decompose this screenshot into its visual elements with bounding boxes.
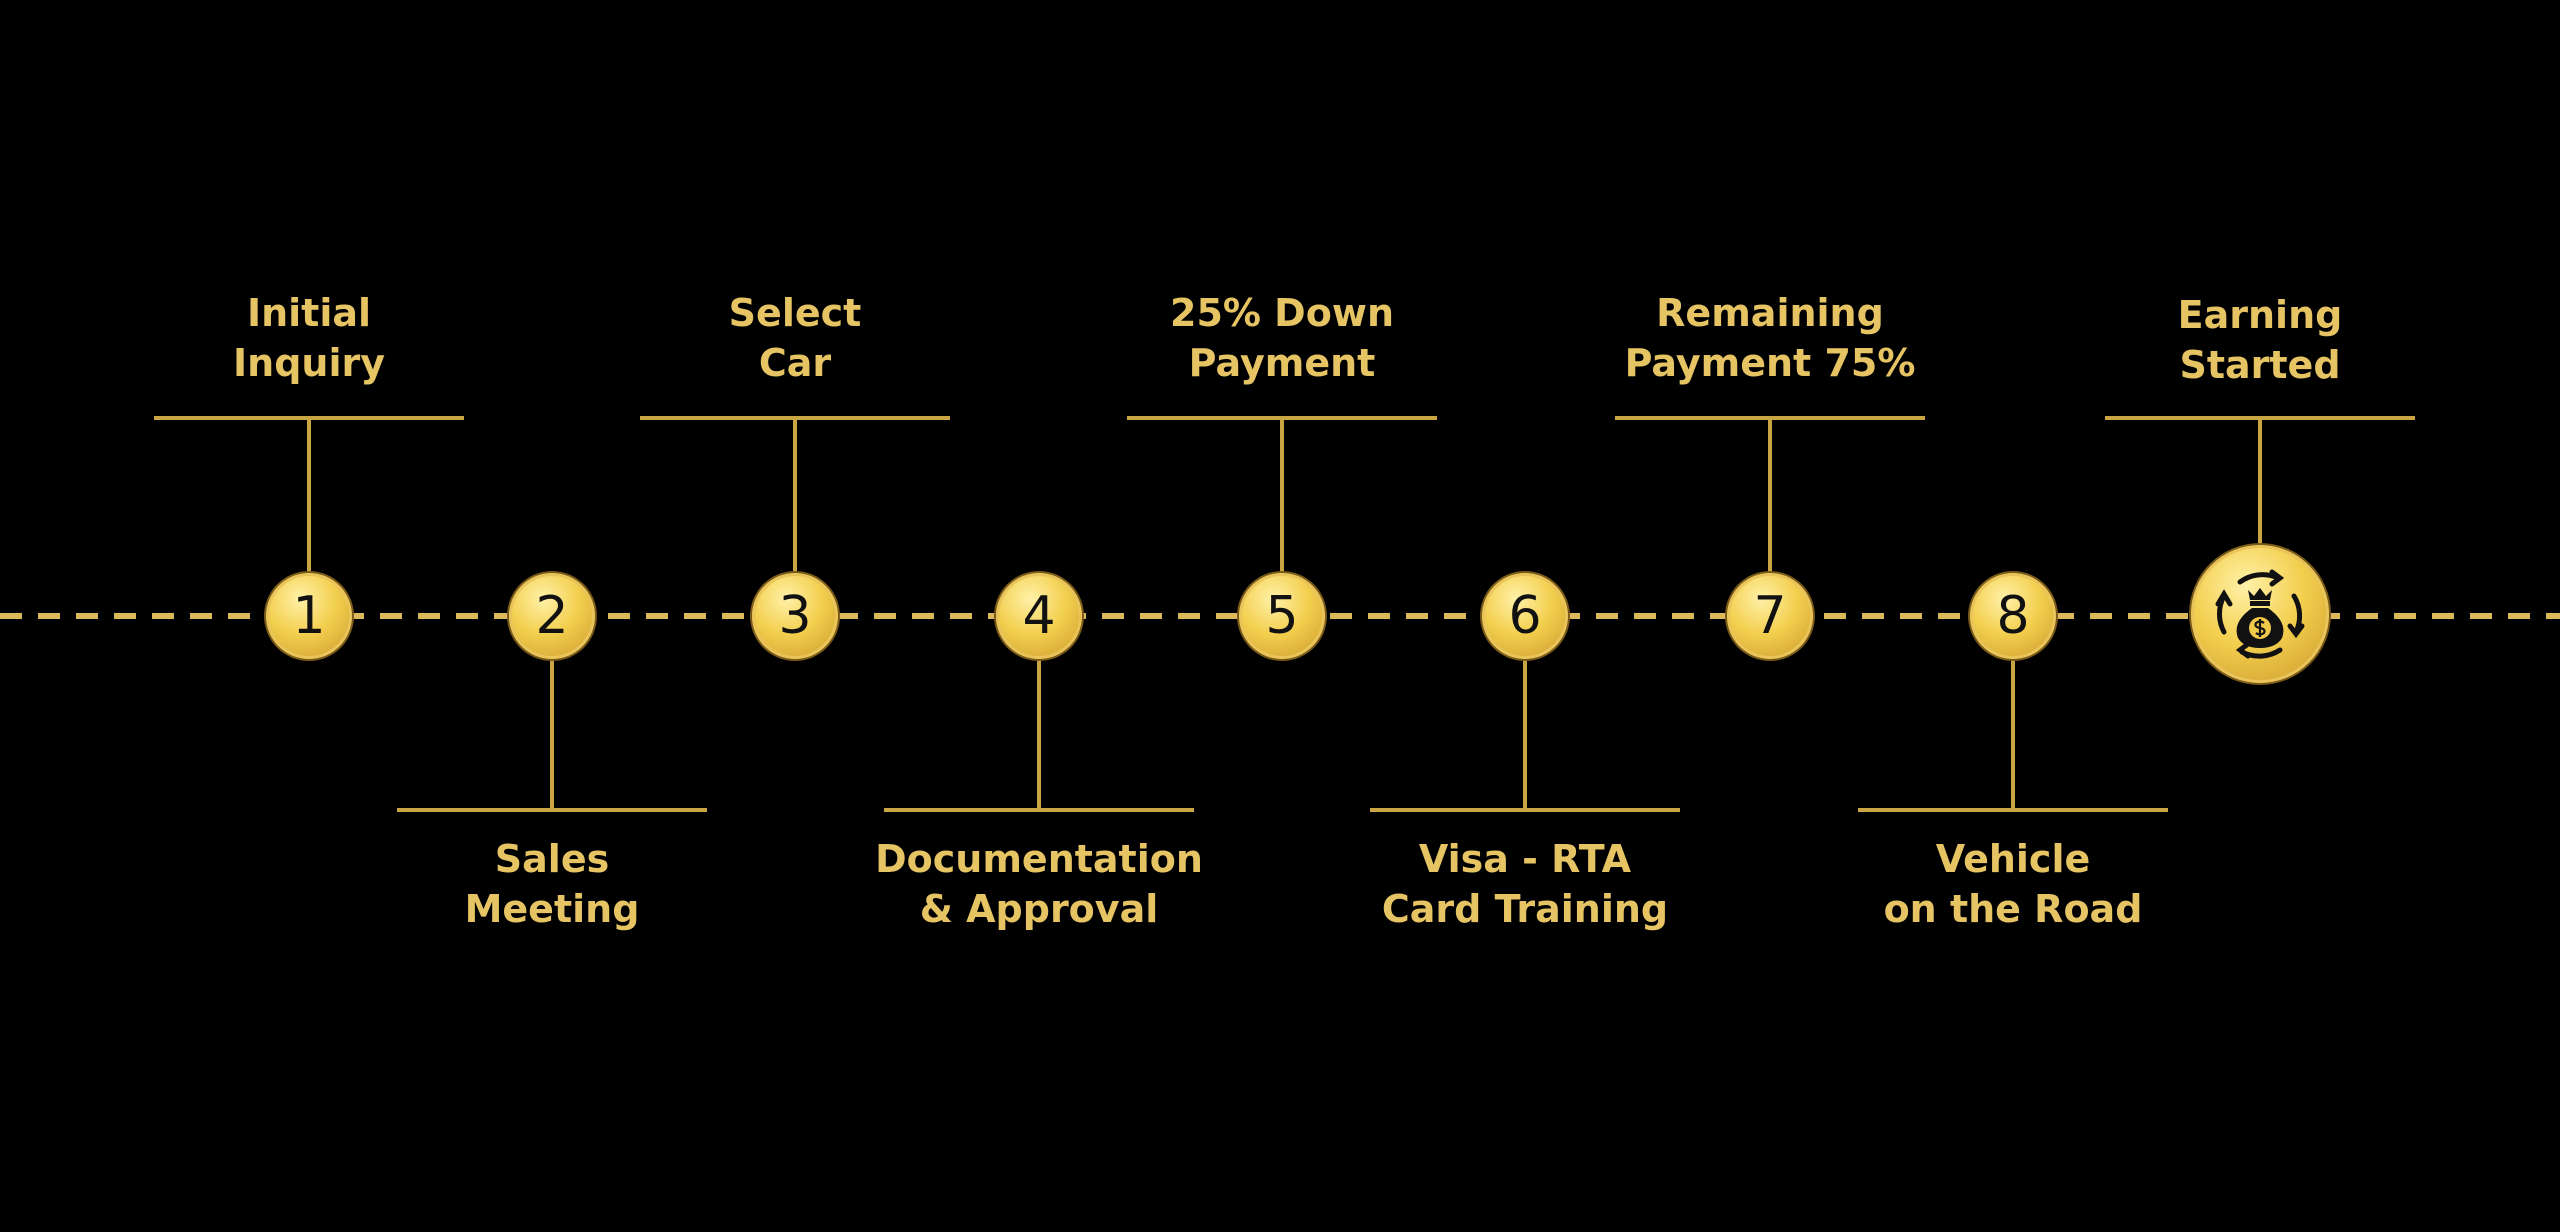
step-label-6: Visa - RTA Card Training (1325, 834, 1725, 934)
final-label: Earning Started (2060, 290, 2460, 390)
step-label-line1: Visa - RTA (1418, 837, 1632, 881)
step-label-line2: Card Training (1381, 887, 1669, 931)
step-coin-1: 1 (266, 573, 352, 659)
final-label-line1: Earning (2177, 293, 2343, 337)
step-label-line2: Inquiry (233, 341, 385, 385)
connector-vline (550, 659, 554, 809)
step-number: 1 (292, 586, 326, 646)
step-label-line1: Documentation (875, 837, 1203, 881)
connector-hline (397, 808, 707, 812)
final-coin (2191, 545, 2329, 683)
step-coin-4: 4 (996, 573, 1082, 659)
step-label-line1: Sales (494, 837, 610, 881)
connector-hline (884, 808, 1194, 812)
step-label-line1: Initial (246, 291, 372, 335)
connector-hline (1370, 808, 1680, 812)
step-number: 3 (778, 586, 812, 646)
connector-hline (1858, 808, 2168, 812)
step-label-line1: 25% Down (1170, 291, 1394, 335)
step-label-line1: Vehicle (1935, 837, 2091, 881)
step-number: 8 (1996, 586, 2030, 646)
connector-vline (1768, 418, 1772, 573)
connector-vline (1037, 659, 1041, 809)
step-number: 5 (1265, 586, 1299, 646)
step-coin-8: 8 (1970, 573, 2056, 659)
final-label-line2: Started (2179, 343, 2341, 387)
step-label-4: Documentation & Approval (839, 834, 1239, 934)
connector-vline (2011, 659, 2015, 809)
step-label-8: Vehicle on the Road (1813, 834, 2213, 934)
connector-vline (793, 418, 797, 573)
step-label-line2: Car (758, 341, 832, 385)
money-bag-cycle-icon (2215, 569, 2305, 659)
step-coin-2: 2 (509, 573, 595, 659)
step-coin-7: 7 (1727, 573, 1813, 659)
step-number: 2 (535, 586, 569, 646)
step-label-line2: on the Road (1883, 887, 2143, 931)
step-number: 6 (1508, 586, 1542, 646)
step-coin-6: 6 (1482, 573, 1568, 659)
step-coin-3: 3 (752, 573, 838, 659)
step-label-line2: & Approval (919, 887, 1159, 931)
connector-vline (1523, 659, 1527, 809)
step-label-line2: Payment 75% (1624, 341, 1916, 385)
connector-vline (1280, 418, 1284, 573)
step-coin-5: 5 (1239, 573, 1325, 659)
step-label-line1: Remaining (1656, 291, 1884, 335)
step-label-line1: Select (728, 291, 862, 335)
step-number: 4 (1022, 586, 1056, 646)
step-label-line2: Meeting (464, 887, 640, 931)
connector-vline (307, 418, 311, 573)
step-label-line2: Payment (1188, 341, 1376, 385)
final-connector-vline (2258, 418, 2262, 546)
step-number: 7 (1753, 586, 1787, 646)
